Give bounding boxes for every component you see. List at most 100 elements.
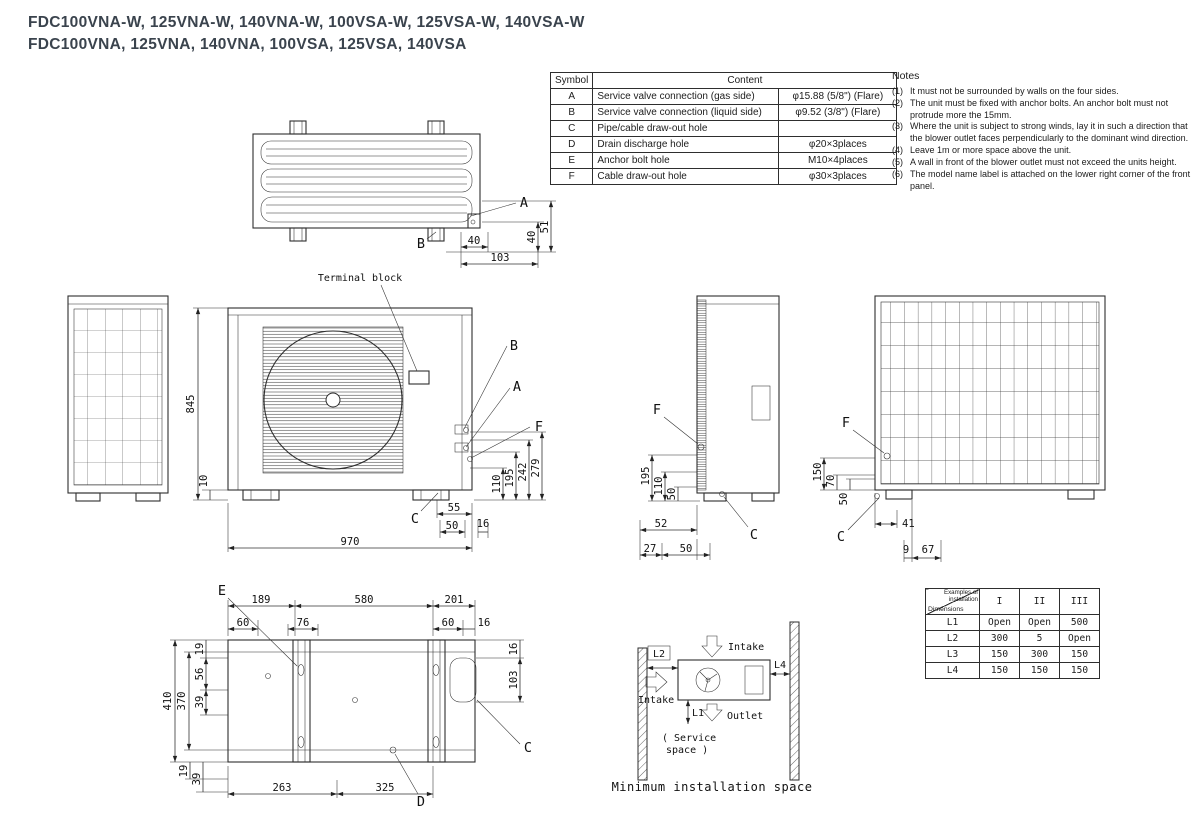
table-row: D Drain discharge hole φ20×3places [549,136,898,153]
drain-hole [265,673,271,679]
page-title: FDC100VNA-W, 125VNA-W, 140VNA-W, 100VSA-… [28,12,585,55]
dim-76: 76 [297,617,310,629]
table-row: L3 150 300 150 [925,646,1100,663]
front-view: Terminal block B A F C 110 195 242 279 5… [227,273,546,552]
dim-19a: 19 [194,643,206,656]
dim-19b: 19 [178,765,190,778]
dim-40-horizontal: 40 [468,235,481,247]
side-view-left [67,295,169,502]
dim-242: 242 [517,463,529,482]
note-number: (2) [892,97,903,108]
dim-845: 845 [185,395,197,414]
callout-c: C [524,740,532,756]
content-cell: Drain discharge hole [592,136,780,153]
content-cell: Service valve connection (liquid side) [592,104,780,121]
fan-opening [263,330,403,470]
unit-body-top [252,133,481,229]
note-text: It must not be surrounded by walls on th… [910,85,1119,96]
mounting-rail [427,639,446,763]
terminal-block [408,370,430,385]
corner-bottom-label: Dimensions [928,606,964,613]
outlet-arrow [701,703,723,722]
value-cell: Open [1059,630,1100,647]
dim-16: 16 [477,518,490,530]
anchor-slot [297,736,305,748]
pipe-cover [449,657,477,703]
value-cell: φ9.52 (3/8") (Flare) [778,104,898,121]
notes: Notes (1) It must not be surrounded by w… [892,70,1195,193]
service-space-label-2: space ) [666,745,708,756]
note-item: (4) Leave 1m or more space above the uni… [892,145,1195,157]
value-cell: 150 [979,646,1020,663]
content-header: Content [592,72,898,89]
anchor-slot [432,736,440,748]
foot [242,489,280,501]
cable-hole-f [883,452,891,460]
dim-580: 580 [355,594,374,606]
fan-hub [325,392,341,408]
heat-exchanger-grid [73,308,163,486]
note-number: (4) [892,145,903,156]
note-item: (1) It must not be surrounded by walls o… [892,86,1195,98]
dim-103: 103 [491,252,510,264]
value-cell: 300 [979,630,1020,647]
row-header: L2 [925,630,980,647]
service-space-label-1: ( Service [662,733,716,744]
terminal-box [744,665,764,695]
height-dimensions: 845 10 [185,307,228,501]
intake-arrow-top [701,635,723,658]
dim-410: 410 [162,692,174,711]
unit-outline [677,659,771,701]
note-item: (2) The unit must be fixed with anchor b… [892,98,1195,122]
dim-150: 150 [812,463,824,482]
fan-symbol [695,667,721,693]
note-item: (3) Where the unit is subject to strong … [892,121,1195,145]
value-cell: M10×4places [778,152,898,169]
dim-110: 110 [491,475,503,494]
foot [703,492,727,502]
dim-55: 55 [448,502,461,514]
diagonal-corner-cell: Examples of installation Dimensions [925,588,980,615]
dim-50: 50 [446,520,459,532]
hole [467,456,473,462]
dim-370: 370 [176,692,188,711]
back-view: F 150 70 50 41 9 67 C [812,295,1106,562]
dim-52: 52 [655,518,668,530]
cable-hole-f [697,443,705,451]
column-header: II [1019,588,1060,615]
l2-box [647,645,671,661]
hole [874,493,880,499]
note-text: Leave 1m or more space above the unit. [910,145,1072,156]
dimtab-header-row: Examples of installation Dimensions I II… [925,588,1100,615]
row-header: L4 [925,662,980,679]
foot [135,492,161,502]
dim-67: 67 [922,544,935,556]
dim-70: 70 [825,475,837,488]
table-row: A Service valve connection (gas side) φ1… [549,88,898,105]
callout-b: B [510,338,518,354]
symbol-cell: A [549,88,594,105]
callout-b: B [417,236,425,252]
symbol-table: Symbol Content A Service valve connectio… [549,72,898,185]
mounting-tab [289,120,307,135]
table-row: F Cable draw-out hole φ30×3places [549,168,898,185]
value-cell: 150 [1019,662,1060,679]
fin-strip [696,299,707,491]
dim-970: 970 [341,536,360,548]
callout-c: C [837,529,845,545]
hole [470,219,476,225]
foot [751,492,775,502]
content-cell: Cable draw-out hole [592,168,780,185]
dim-40-vertical: 40 [526,231,538,244]
dim-195: 195 [640,467,652,486]
wall-left [637,647,648,781]
model-list-line2: FDC100VNA, 125VNA, 140VNA, 100VSA, 125VS… [28,35,467,53]
callout-a: A [513,379,521,395]
table-row: L2 300 5 Open [925,630,1100,647]
dim-50: 50 [838,493,850,506]
dim-189: 189 [252,594,271,606]
value-cell [778,120,898,137]
dim-51: 51 [539,221,551,234]
dim-9: 9 [903,544,909,556]
